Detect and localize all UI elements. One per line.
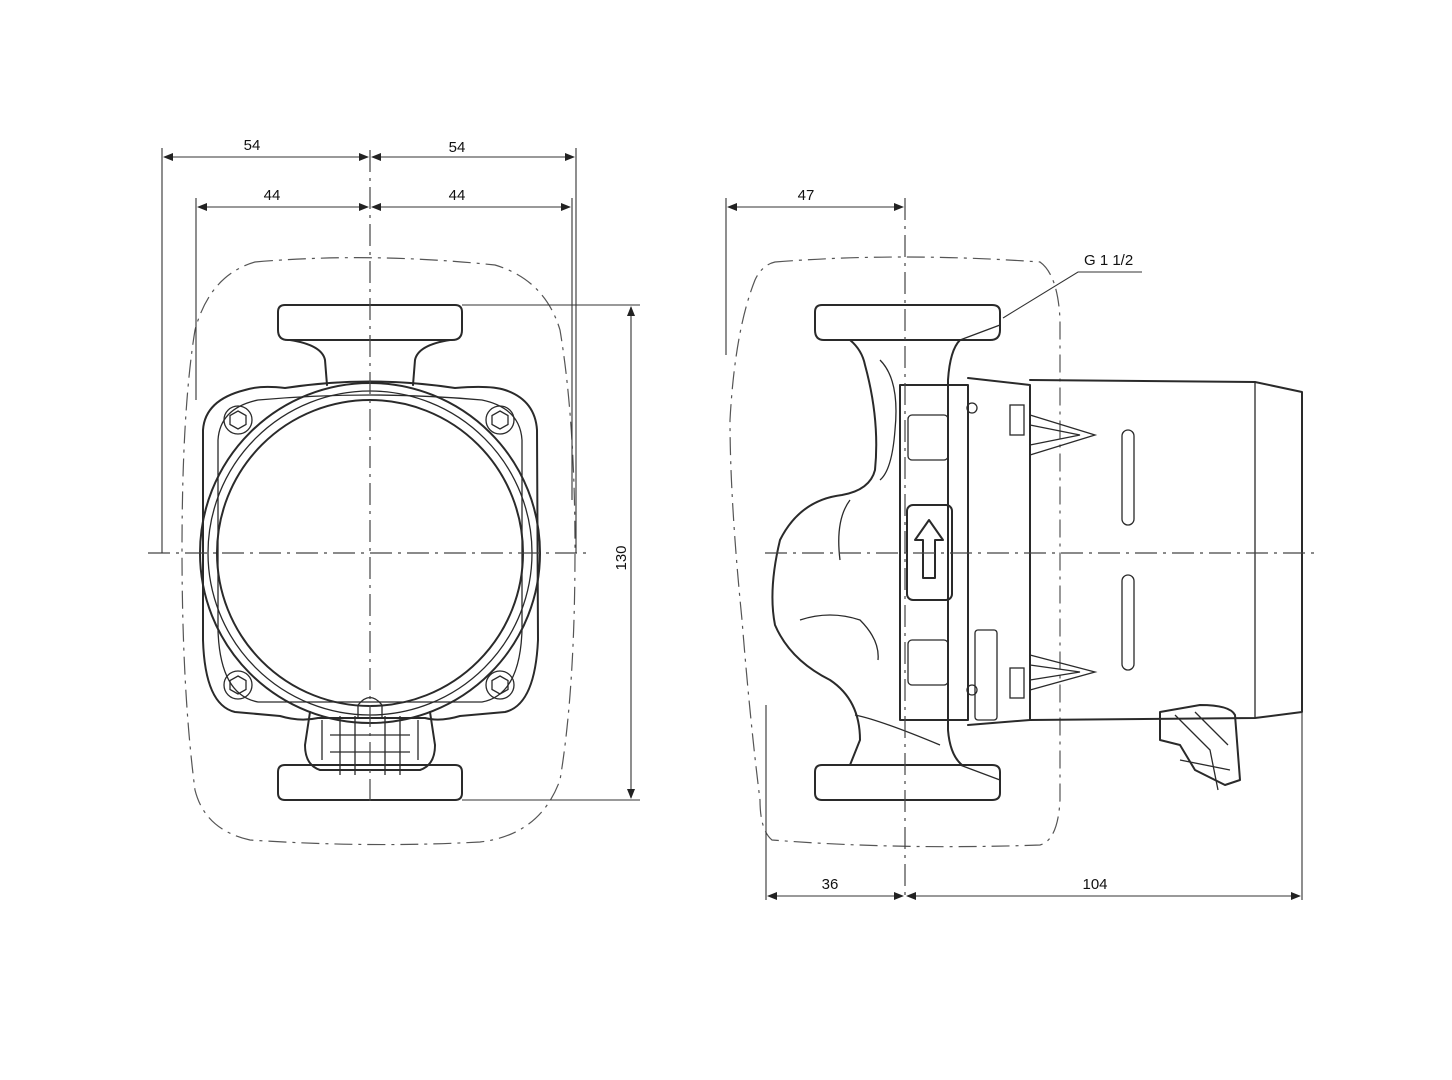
front-bottom-flange (277, 764, 463, 801)
flow-arrow-icon (914, 519, 944, 579)
dim-front-height: 130 (613, 545, 630, 570)
side-cable-connector-detail (1174, 711, 1231, 791)
side-window-lower (907, 639, 949, 686)
front-bolts (223, 405, 515, 700)
side-motor-stator (1029, 379, 1303, 721)
dim-front-right-outer: 54 (449, 139, 466, 156)
side-pump-housing (771, 339, 963, 766)
front-body-plate (202, 380, 539, 721)
side-bolts (966, 402, 1025, 699)
front-phantom-outline (181, 257, 576, 846)
side-motor-frame (899, 384, 969, 721)
front-top-neck (289, 339, 451, 386)
front-top-flange (277, 304, 463, 341)
side-window-upper (907, 414, 949, 461)
side-bottom-flange (814, 764, 1001, 801)
dim-side-bottom-right: 104 (1082, 876, 1107, 893)
dim-front-left-outer: 54 (244, 137, 261, 154)
front-view: 54 54 44 44 130 (148, 137, 640, 846)
thread-label: G 1 1/2 (1084, 252, 1133, 269)
side-view: 47 36 104 G 1 1/2 (725, 187, 1315, 900)
front-terminal-clip (357, 696, 383, 719)
side-motor-mount (967, 377, 1031, 726)
dim-front-left-inner: 44 (264, 187, 281, 204)
side-slot-upper (1121, 429, 1135, 526)
dim-side-top: 47 (798, 187, 815, 204)
dim-front-right-inner: 44 (449, 187, 466, 204)
side-cable-connector (1159, 704, 1241, 786)
side-pump-housing-detail (799, 324, 1001, 781)
thread-leader-line (1002, 271, 1142, 319)
side-slot-lower (1121, 574, 1135, 671)
side-phantom-outline (729, 256, 1061, 848)
side-fins (1029, 414, 1098, 691)
side-capacitor (974, 629, 998, 721)
dim-side-bottom-left: 36 (822, 876, 839, 893)
side-top-flange (814, 304, 1001, 341)
